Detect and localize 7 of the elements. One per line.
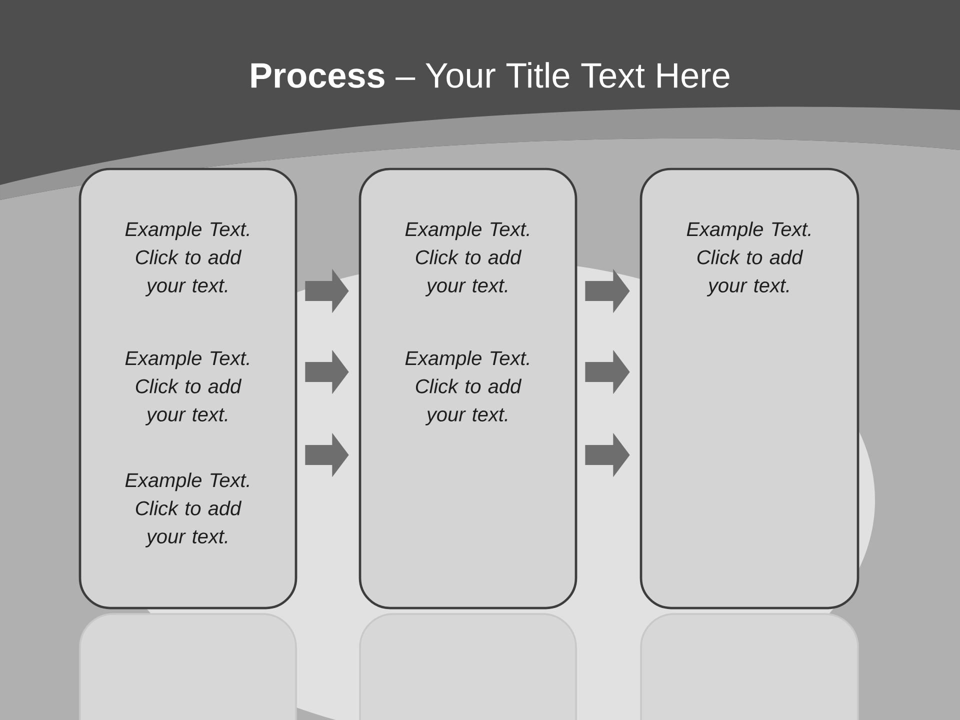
body-text: Example Text. Click to add your text. xyxy=(125,222,249,296)
body-text: Example Text. Click to add your text. xyxy=(125,472,249,548)
body-text: Example Text. Click to add your text. xyxy=(405,222,529,296)
body-text: Example Text. Click to add your text. xyxy=(686,222,810,296)
body-text: Example Text. Click to add your text. xyxy=(405,350,529,426)
body-text: Example Text. Click to add your text. xyxy=(125,350,249,426)
title: Process – Your Title Text Here xyxy=(251,62,730,88)
